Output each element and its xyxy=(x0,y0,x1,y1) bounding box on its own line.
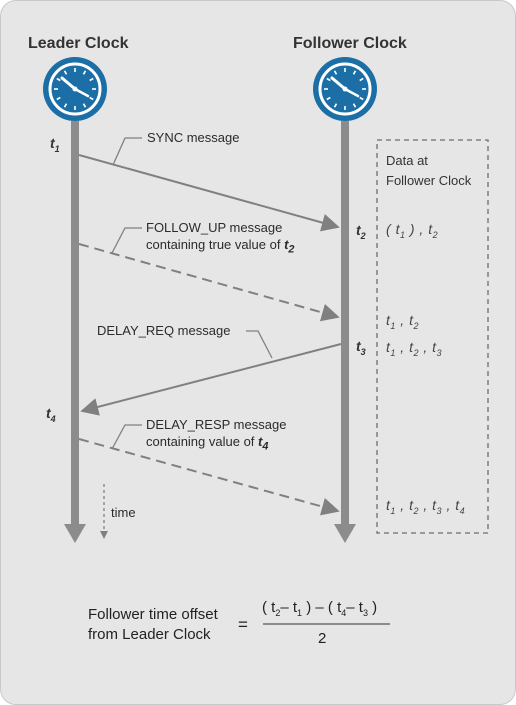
follower-clock-title: Follower Clock xyxy=(293,35,407,52)
delay-resp-message-label-2: containing value of t4 xyxy=(146,434,269,453)
t4-label: t4 xyxy=(46,405,56,424)
sync-arrow xyxy=(78,154,340,232)
follower-timeline xyxy=(334,121,356,543)
t2-label: t2 xyxy=(356,222,366,241)
formula-numerator: ( t2– t1 ) – ( t4– t3 ) xyxy=(262,599,378,618)
delay-req-callout-line xyxy=(246,330,273,359)
sync-callout-line xyxy=(112,137,142,166)
delay-req-arrow xyxy=(80,343,342,416)
follow-up-message-label: FOLLOW_UP message xyxy=(146,220,283,235)
formula-equals: = xyxy=(238,615,248,634)
leader-clock-icon xyxy=(43,57,107,121)
t1-label: t1 xyxy=(50,135,60,154)
follower-clock-icon xyxy=(313,57,377,121)
data-row-2: t1 , t2 xyxy=(386,312,419,331)
leader-timeline xyxy=(64,121,86,543)
delay-resp-message-label: DELAY_RESP message xyxy=(146,417,287,432)
formula-denominator: 2 xyxy=(318,630,327,647)
leader-clock-title: Leader Clock xyxy=(28,35,129,52)
delay-resp-callout-line xyxy=(111,424,142,450)
data-row-3: t1 , t2 , t3 xyxy=(386,339,443,358)
follow-up-arrow xyxy=(78,243,340,322)
follow-up-message-label-2: containing true value of t2 xyxy=(146,237,295,256)
sync-message-label: SYNC message xyxy=(147,130,240,145)
delay-resp-arrow xyxy=(78,438,340,516)
time-label: time xyxy=(111,505,136,520)
follow-up-callout-line xyxy=(111,227,142,254)
delay-req-message-label: DELAY_REQ message xyxy=(97,323,231,338)
data-row-4: t1 , t2 , t3 , t4 xyxy=(386,497,466,516)
data-row-1: ( t1 ) , t2 xyxy=(386,221,439,240)
t3-label: t3 xyxy=(356,338,366,357)
data-box xyxy=(376,139,489,534)
